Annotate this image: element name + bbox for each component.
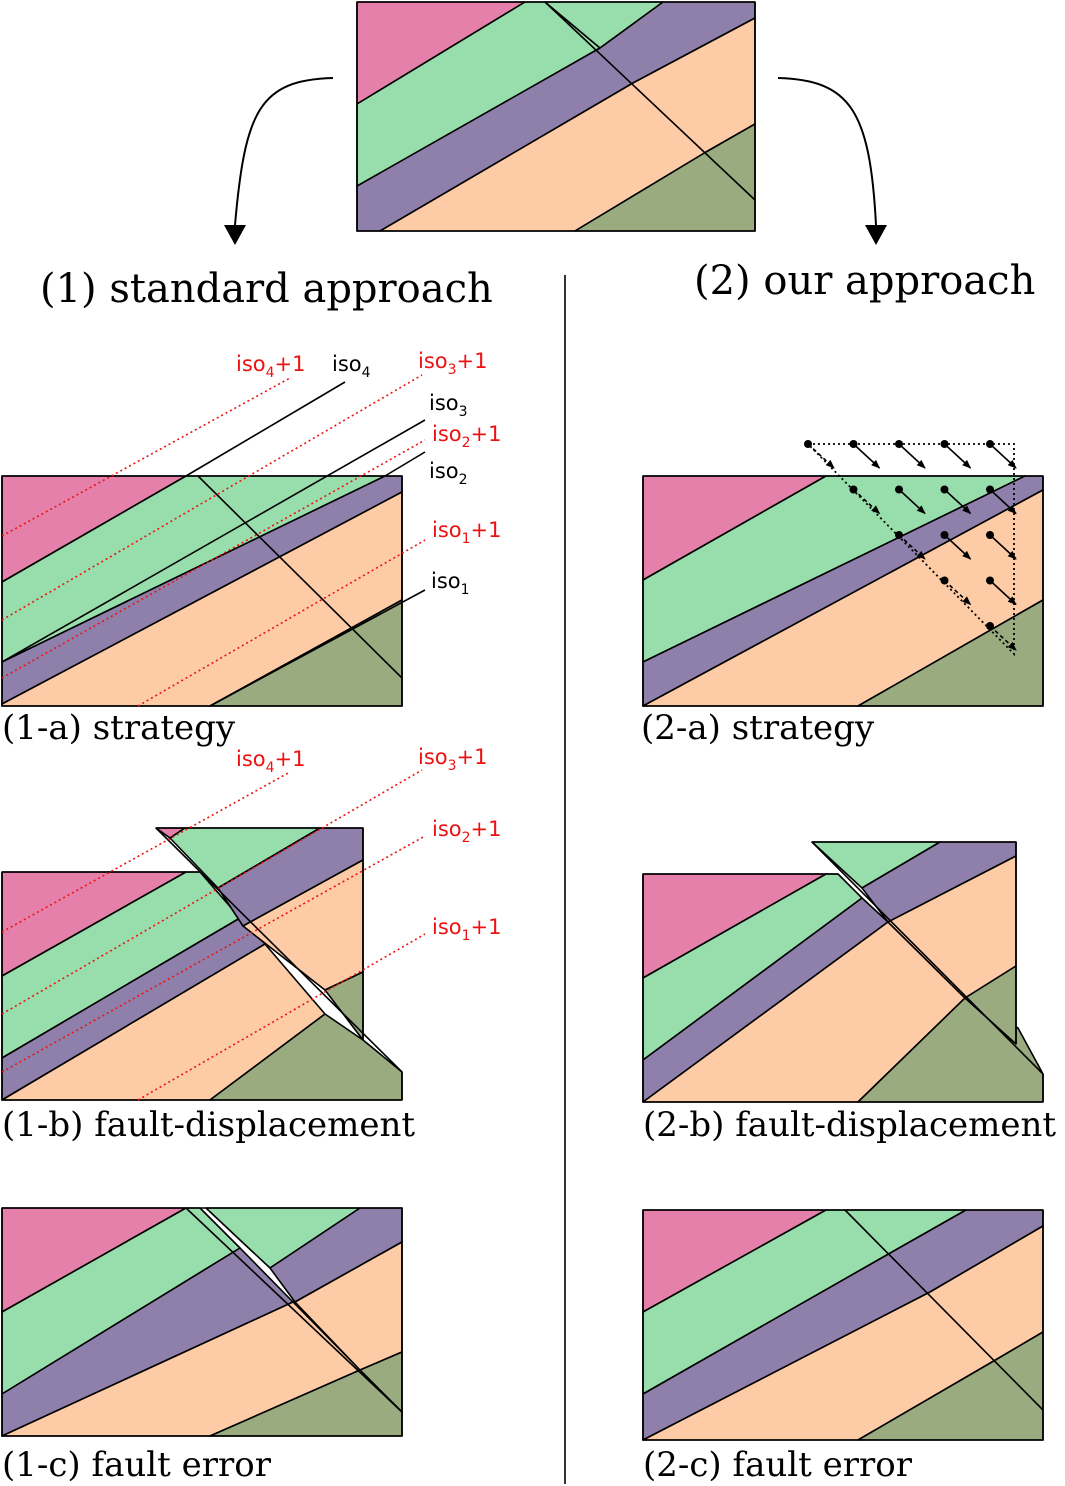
displacement-arrow — [989, 534, 1017, 560]
panel-1b-model — [1, 827, 403, 1101]
displacement-arrow — [989, 488, 1017, 515]
right-arrowhead — [865, 225, 887, 245]
panel-2b-model — [642, 841, 1044, 1103]
caption-1c: (1-c) fault error — [2, 1445, 272, 1485]
label-1a-iso4: iso4 — [332, 352, 371, 381]
label-1a-iso1-plus1: iso1+1 — [432, 518, 502, 547]
panel-2a-model — [642, 475, 1044, 707]
heading-our-approach: (2) our approach — [694, 258, 1035, 304]
left-branch-arrow — [234, 77, 334, 226]
reference-model — [356, 1, 756, 232]
label-1b-iso4-plus1: iso4+1 — [236, 747, 306, 776]
displacement-arrow — [943, 488, 972, 515]
displacement-arrow — [989, 579, 1017, 606]
displacement-arrow — [807, 443, 835, 469]
displacement-arrow — [898, 534, 926, 560]
displacement-arrow — [898, 443, 926, 469]
label-1b-iso3-plus1: iso3+1 — [418, 745, 488, 774]
caption-2c: (2-c) fault error — [643, 1445, 913, 1485]
panel-2c-model — [642, 1209, 1044, 1441]
label-1a-iso3: iso3 — [429, 391, 468, 420]
caption-2a: (2-a) strategy — [641, 708, 875, 748]
panel-1a-model — [1, 475, 403, 707]
panel-1a-iso-lines — [1, 381, 426, 707]
displacement-arrow — [852, 443, 881, 469]
label-1a-iso2: iso2 — [429, 459, 468, 488]
displacement-arrow — [943, 443, 972, 469]
caption-1a: (1-a) strategy — [2, 708, 236, 748]
right-branch-arrow — [777, 77, 877, 226]
label-1a-iso2-plus1: iso2+1 — [432, 422, 502, 451]
iso-labels: iso4+1 iso4 iso3+1 iso3 iso2+1 iso2 iso1… — [236, 349, 502, 944]
displacement-arrow — [989, 443, 1017, 469]
caption-1b: (1-b) fault-displacement — [2, 1105, 415, 1145]
panel-1c-model — [1, 1207, 403, 1437]
label-1a-iso3-plus1: iso3+1 — [418, 349, 488, 378]
label-1a-iso4-plus1: iso4+1 — [236, 352, 306, 381]
displacement-arrow — [898, 488, 926, 515]
displacement-arrow — [943, 579, 972, 606]
label-1a-iso1: iso1 — [431, 569, 470, 598]
displacement-arrow — [943, 534, 972, 560]
panel-2a-vector-grid — [804, 440, 1017, 657]
label-1b-iso1-plus1: iso1+1 — [432, 915, 502, 944]
displacement-arrow — [989, 625, 1017, 651]
left-arrowhead — [224, 225, 246, 245]
panel-1b-offset-lines — [1, 769, 426, 1101]
caption-2b: (2-b) fault-displacement — [643, 1105, 1056, 1145]
label-1b-iso2-plus1: iso2+1 — [432, 817, 502, 846]
panel-1a-offset-lines — [1, 374, 426, 707]
heading-standard-approach: (1) standard approach — [40, 266, 493, 312]
displacement-arrow — [852, 488, 881, 515]
